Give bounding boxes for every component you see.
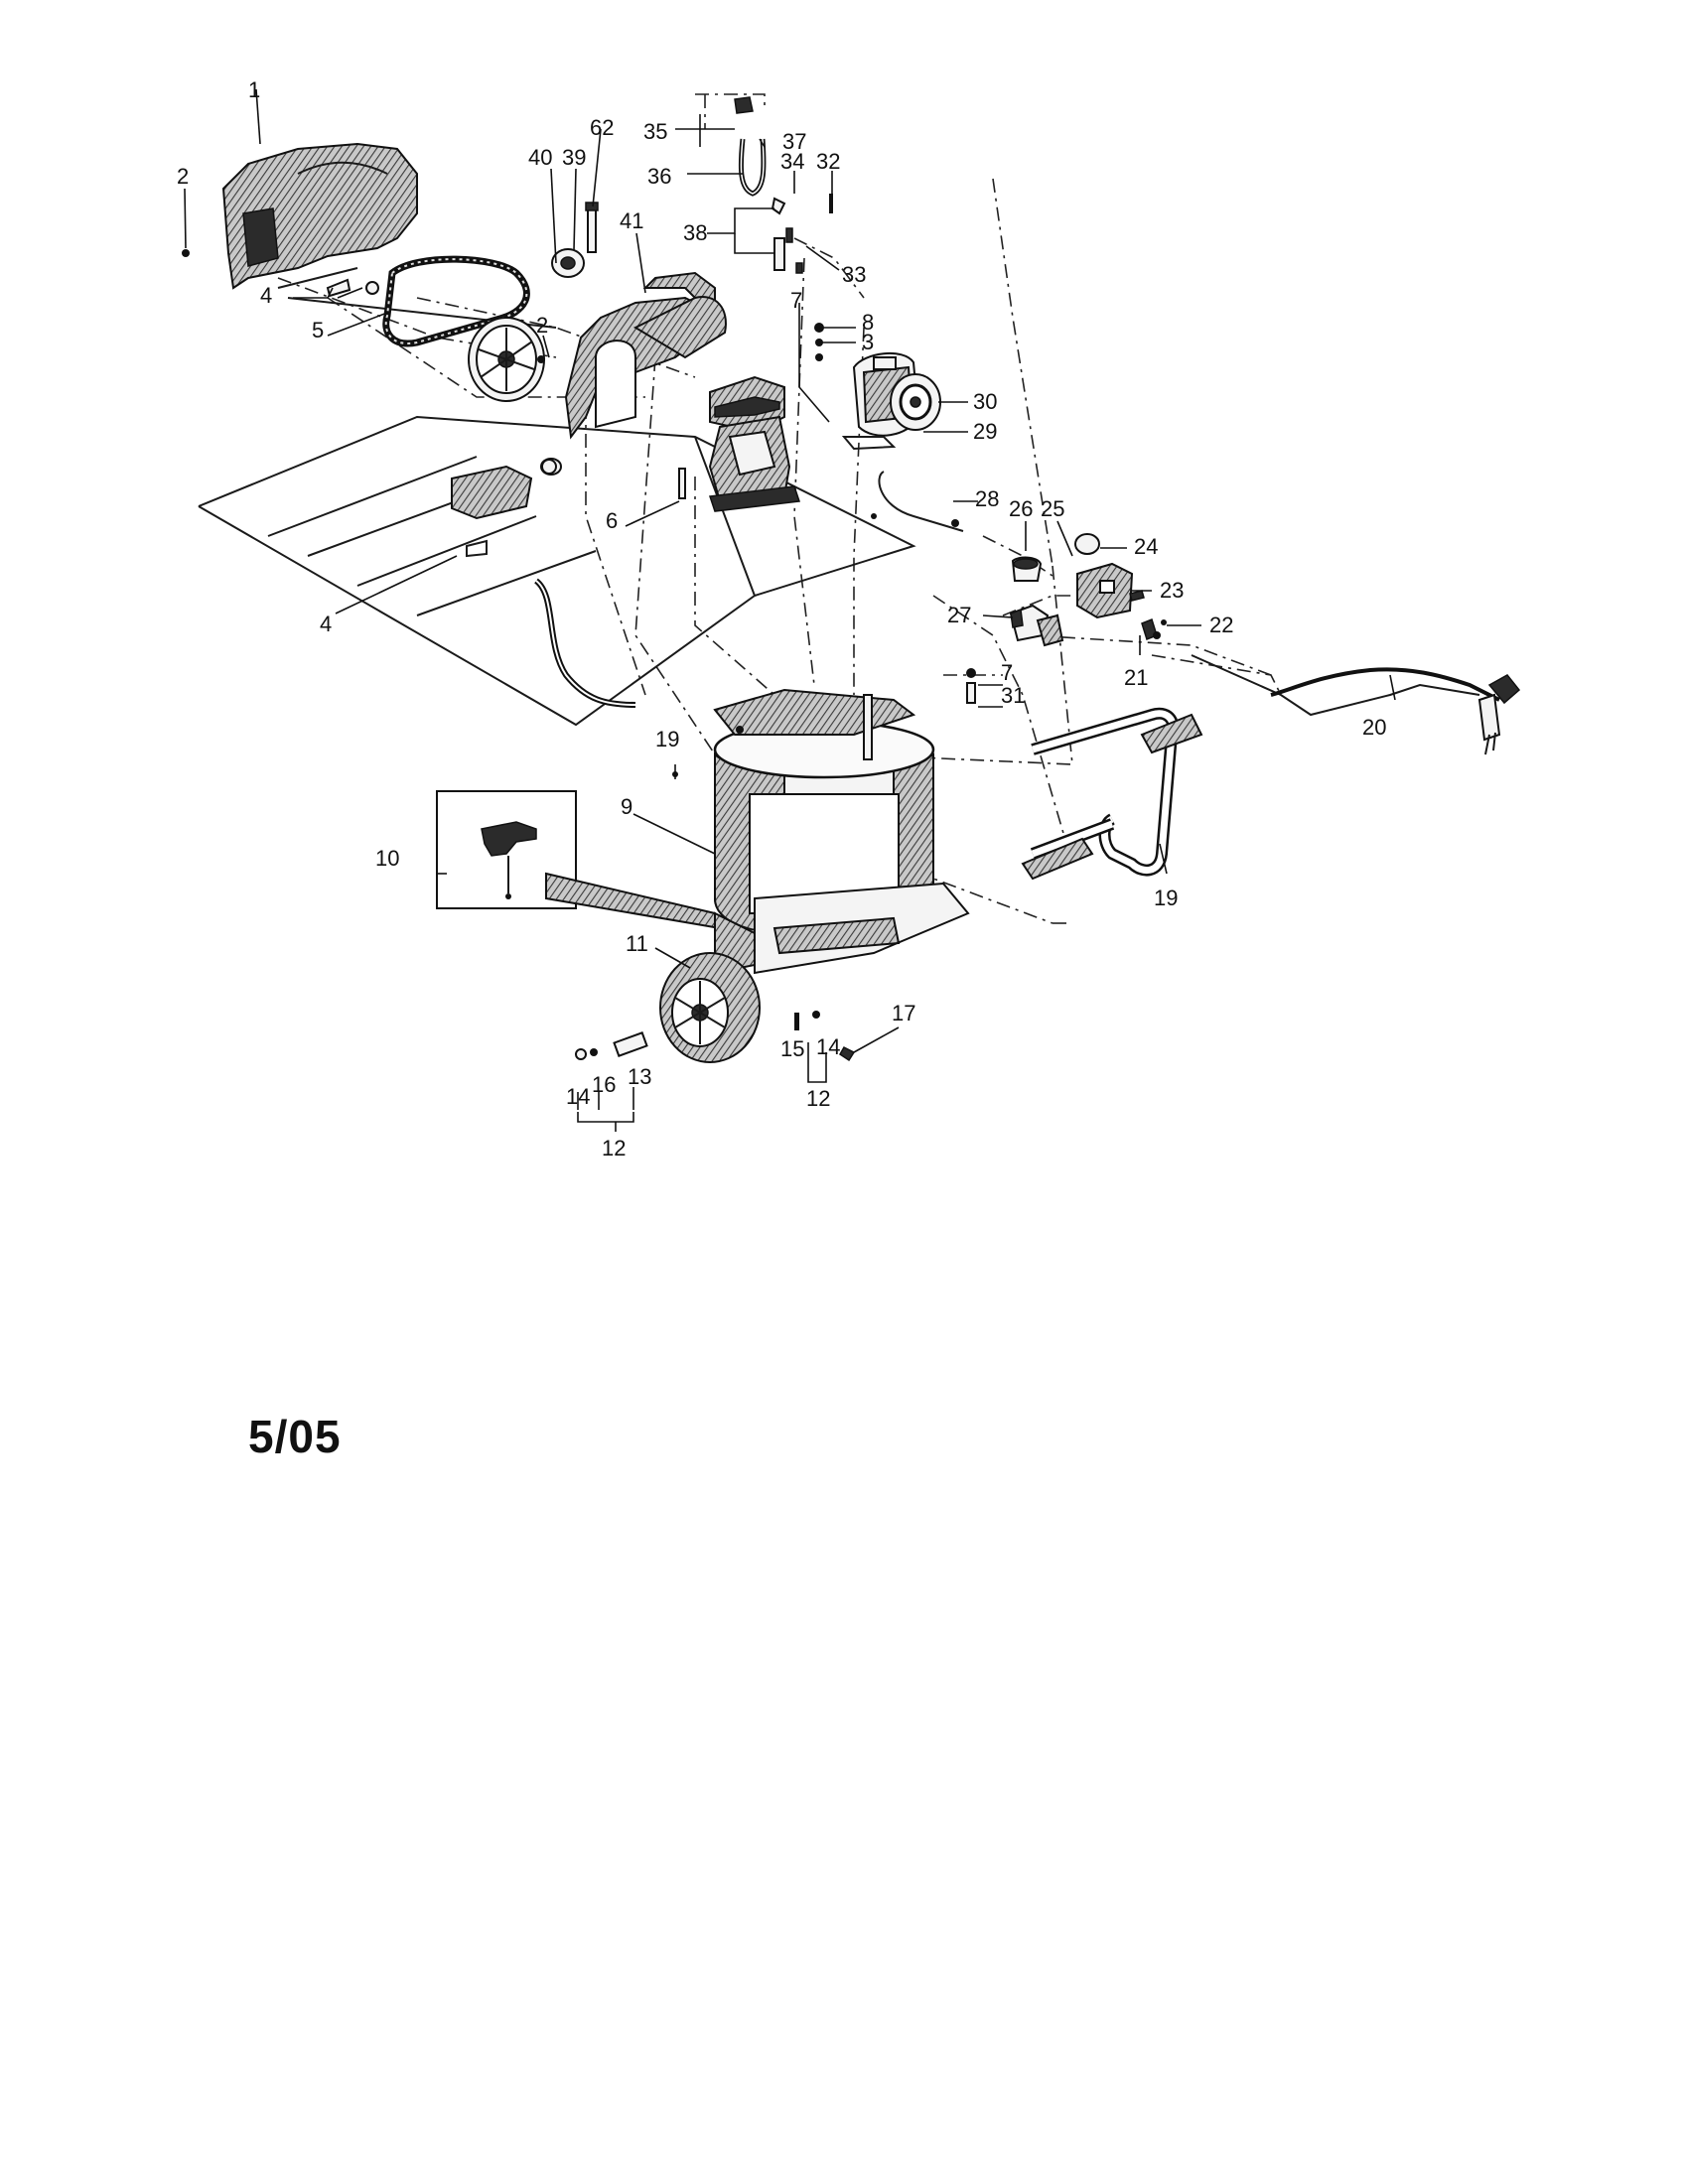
callout-12: 12 bbox=[806, 1086, 830, 1111]
bolt bbox=[585, 202, 599, 253]
hose-fittings bbox=[734, 96, 833, 274]
callout-28: 28 bbox=[975, 486, 999, 511]
callout-10: 10 bbox=[375, 846, 399, 871]
pressure-switch-assembly bbox=[1011, 533, 1167, 640]
callout-17: 17 bbox=[892, 1001, 915, 1025]
callout-37: 37 bbox=[782, 129, 806, 154]
callout-38: 38 bbox=[683, 220, 707, 245]
drive-belt bbox=[382, 255, 530, 347]
flywheel bbox=[468, 317, 545, 402]
callout-21: 21 bbox=[1124, 665, 1148, 690]
callout-23: 23 bbox=[1160, 578, 1184, 603]
callout-7: 7 bbox=[790, 288, 802, 313]
callout-1: 1 bbox=[248, 77, 260, 102]
callout-14: 14 bbox=[566, 1084, 590, 1109]
motor-base bbox=[841, 436, 897, 451]
callout-19: 19 bbox=[655, 727, 679, 751]
callout-41: 41 bbox=[620, 208, 643, 233]
callout-40: 40 bbox=[528, 145, 552, 170]
wheel-assembly bbox=[545, 872, 970, 1063]
callout-35: 35 bbox=[643, 119, 667, 144]
belt-guard-back bbox=[564, 271, 727, 440]
callout-31: 31 bbox=[1001, 683, 1025, 708]
revision-date: 5/05 bbox=[248, 1411, 342, 1462]
belt-guard-front bbox=[221, 142, 418, 290]
fasteners bbox=[182, 249, 976, 777]
callout-5: 5 bbox=[312, 318, 324, 342]
power-cord bbox=[1270, 667, 1521, 755]
callout-34: 34 bbox=[780, 149, 804, 174]
callout-6: 6 bbox=[606, 508, 618, 533]
callout-36: 36 bbox=[647, 164, 671, 189]
callout-26: 26 bbox=[1009, 496, 1033, 521]
callout-9: 9 bbox=[621, 794, 632, 819]
callout-39: 39 bbox=[562, 145, 586, 170]
callout-32: 32 bbox=[816, 149, 840, 174]
motor-pulley bbox=[551, 248, 585, 278]
callout-29: 29 bbox=[973, 419, 997, 444]
callout-22: 22 bbox=[1209, 613, 1233, 637]
leader-lines bbox=[184, 88, 1396, 1132]
callout-labels: 1 2 2 3 4 4 5 6 7 7 8 9 10 11 12 12 13 1… bbox=[177, 77, 1386, 1160]
callout-30: 30 bbox=[973, 389, 997, 414]
callout-4: 4 bbox=[320, 612, 332, 636]
callout-11: 11 bbox=[626, 931, 648, 956]
motor-cable bbox=[878, 471, 964, 532]
callout-19: 19 bbox=[1154, 886, 1178, 910]
callout-2: 2 bbox=[177, 164, 189, 189]
callout-2: 2 bbox=[536, 313, 548, 338]
callout-3: 3 bbox=[862, 330, 874, 354]
callout-15: 15 bbox=[780, 1036, 804, 1061]
regulator bbox=[1009, 604, 1064, 647]
callout-33: 33 bbox=[842, 262, 866, 287]
discharge-tube bbox=[533, 578, 636, 708]
callout-14: 14 bbox=[816, 1034, 840, 1059]
callout-27: 27 bbox=[947, 603, 971, 627]
callout-12: 12 bbox=[602, 1136, 626, 1160]
callout-4: 4 bbox=[260, 283, 272, 308]
callout-20: 20 bbox=[1362, 715, 1386, 740]
handle bbox=[1021, 707, 1203, 881]
motor bbox=[852, 351, 941, 437]
callout-13: 13 bbox=[628, 1064, 651, 1089]
callout-24: 24 bbox=[1134, 534, 1158, 559]
callout-62: 62 bbox=[590, 115, 614, 140]
callout-7: 7 bbox=[1001, 660, 1013, 685]
callout-25: 25 bbox=[1041, 496, 1064, 521]
callout-8: 8 bbox=[862, 310, 874, 335]
tube-fitting bbox=[466, 539, 488, 558]
compressor-pump bbox=[708, 375, 801, 512]
callout-16: 16 bbox=[592, 1072, 616, 1097]
